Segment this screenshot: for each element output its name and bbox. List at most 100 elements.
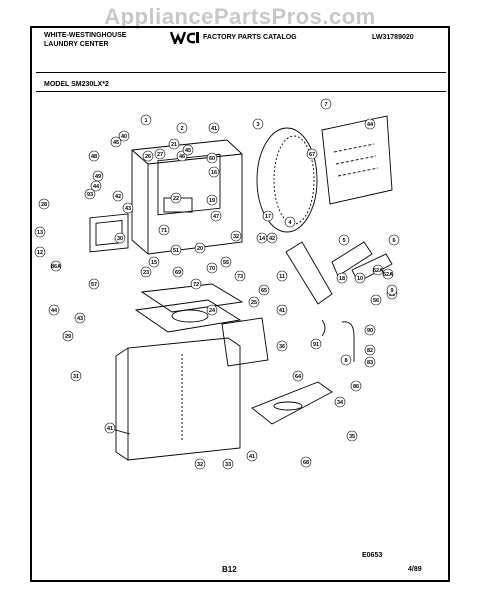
part-callout-circle	[306, 148, 318, 160]
part-callout-label: 86A	[51, 264, 61, 270]
part-callout-label: 9	[390, 288, 393, 294]
part-callout-circle	[114, 232, 126, 244]
part-callout-circle	[206, 262, 218, 274]
part-callout-circle	[34, 226, 46, 238]
part-callout-label: 41	[279, 308, 285, 314]
part-callout-label: 41	[107, 426, 113, 432]
part-callout-circle	[88, 278, 100, 290]
washer-cabinet-shape	[115, 337, 241, 461]
part-callout-circle	[300, 456, 312, 468]
part-callout-circle	[354, 272, 366, 284]
part-callout-circle	[140, 266, 152, 278]
part-callout-label: 48	[91, 154, 97, 160]
part-callout-circle	[222, 458, 234, 470]
model-number: MODEL SM230LX*2	[44, 81, 109, 88]
part-callout-circle	[110, 136, 122, 148]
part-callout-circle	[206, 304, 218, 316]
part-callout-circle	[182, 144, 194, 156]
part-callout-label: 43	[125, 206, 131, 212]
part-callout-circle	[112, 190, 124, 202]
drum-shape	[256, 127, 318, 233]
part-callout-label: 3	[256, 122, 259, 128]
part-callout-circle	[90, 180, 102, 192]
part-callout-circle	[346, 430, 358, 442]
part-callout-label: 2	[180, 126, 183, 132]
part-callout-circle	[334, 396, 346, 408]
part-callout-label: 25	[251, 300, 257, 306]
part-callout-circle	[148, 256, 160, 268]
part-callout-label: 56	[373, 298, 379, 304]
part-callout-label: 91	[313, 342, 319, 348]
part-callout-circle	[370, 294, 382, 306]
part-callout-label: 31	[73, 374, 79, 380]
part-callout-circle	[230, 230, 242, 242]
part-callout-label: 33	[225, 462, 231, 468]
part-callout-label: 26	[145, 154, 151, 160]
part-callout-label: 90	[367, 328, 373, 334]
part-callout-label: 32	[197, 462, 203, 468]
part-callout-circle	[248, 296, 260, 308]
tub-base-shape	[251, 381, 333, 425]
part-callout-circle	[62, 330, 74, 342]
part-callout-circle	[220, 256, 232, 268]
part-callout-label: 6	[392, 238, 395, 244]
part-callout-label: 83	[367, 360, 373, 366]
part-callout-circle	[364, 324, 376, 336]
part-callout-circle	[336, 272, 348, 284]
part-callout-circle	[350, 380, 362, 392]
part-callout-circle	[292, 370, 304, 382]
part-callout-label: 73	[237, 274, 243, 280]
part-callout-label: 30	[117, 236, 123, 242]
part-callout-circle	[34, 246, 46, 258]
part-callout-label: 5	[342, 238, 345, 244]
part-callout-circle	[284, 216, 296, 228]
part-callout-circle	[70, 370, 82, 382]
part-callout-label: 23	[143, 270, 149, 276]
part-callout-circle	[252, 118, 264, 130]
part-callout-label: 29	[65, 334, 71, 340]
part-callout-label: 36	[279, 344, 285, 350]
part-callout-label: 28	[41, 202, 47, 208]
part-callout-circle	[266, 232, 278, 244]
part-callout-circle	[118, 130, 130, 142]
part-callout-circle	[276, 270, 288, 282]
part-callout-label: 69	[175, 270, 181, 276]
part-callout-label: 42	[269, 236, 275, 242]
part-callout-label: 35	[349, 434, 355, 440]
part-callout-label: 12	[37, 250, 43, 256]
part-callout-circle	[206, 152, 218, 164]
part-callout-circle	[50, 260, 62, 272]
part-callout-label: 14	[259, 236, 266, 242]
part-callout-label: 20	[197, 246, 203, 252]
part-callout-circle	[372, 264, 384, 276]
part-callout-label: 7	[324, 102, 327, 108]
part-callout-label: 45	[113, 140, 119, 146]
part-callout-label: 57	[91, 282, 97, 288]
part-callout-label: 72	[193, 282, 199, 288]
part-callout-label: 40	[121, 134, 127, 140]
part-callout-circle	[276, 340, 288, 352]
dryer-cabinet-shape	[131, 139, 243, 255]
part-callout-label: 64	[295, 374, 302, 380]
part-callout-label: 42	[115, 194, 121, 200]
part-callout-label: 67	[309, 152, 315, 158]
watermark: AppliancePartsPros.com	[104, 4, 376, 29]
part-callout-label: 49	[95, 174, 101, 180]
part-callout-circle	[168, 138, 180, 150]
part-callout-circle	[364, 118, 376, 130]
part-callout-label: 44	[51, 308, 58, 314]
part-callout-label: 16	[211, 170, 217, 176]
part-callout-label: 11	[279, 274, 285, 280]
part-callout-circle	[310, 338, 322, 350]
catalog-title: FACTORY PARTS CATALOG	[203, 34, 297, 41]
door-shape	[89, 213, 129, 253]
part-callout-label: 21	[171, 142, 177, 148]
part-callout-circle	[320, 98, 332, 110]
part-callout-circle	[208, 122, 220, 134]
part-callout-label: 32	[233, 234, 239, 240]
part-callout-label: 52A	[383, 272, 393, 278]
part-callout-label: 8	[344, 358, 347, 364]
part-callout-circle	[170, 192, 182, 204]
